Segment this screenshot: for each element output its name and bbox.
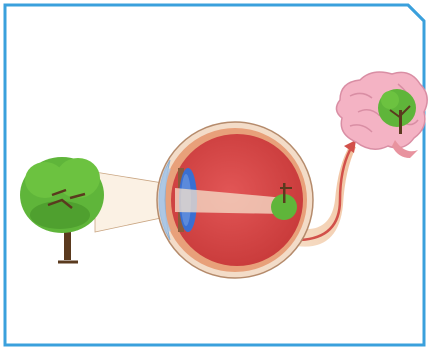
frame-corner-fold xyxy=(408,5,424,21)
eyeball-icon xyxy=(157,122,313,278)
tree-icon xyxy=(20,157,104,262)
